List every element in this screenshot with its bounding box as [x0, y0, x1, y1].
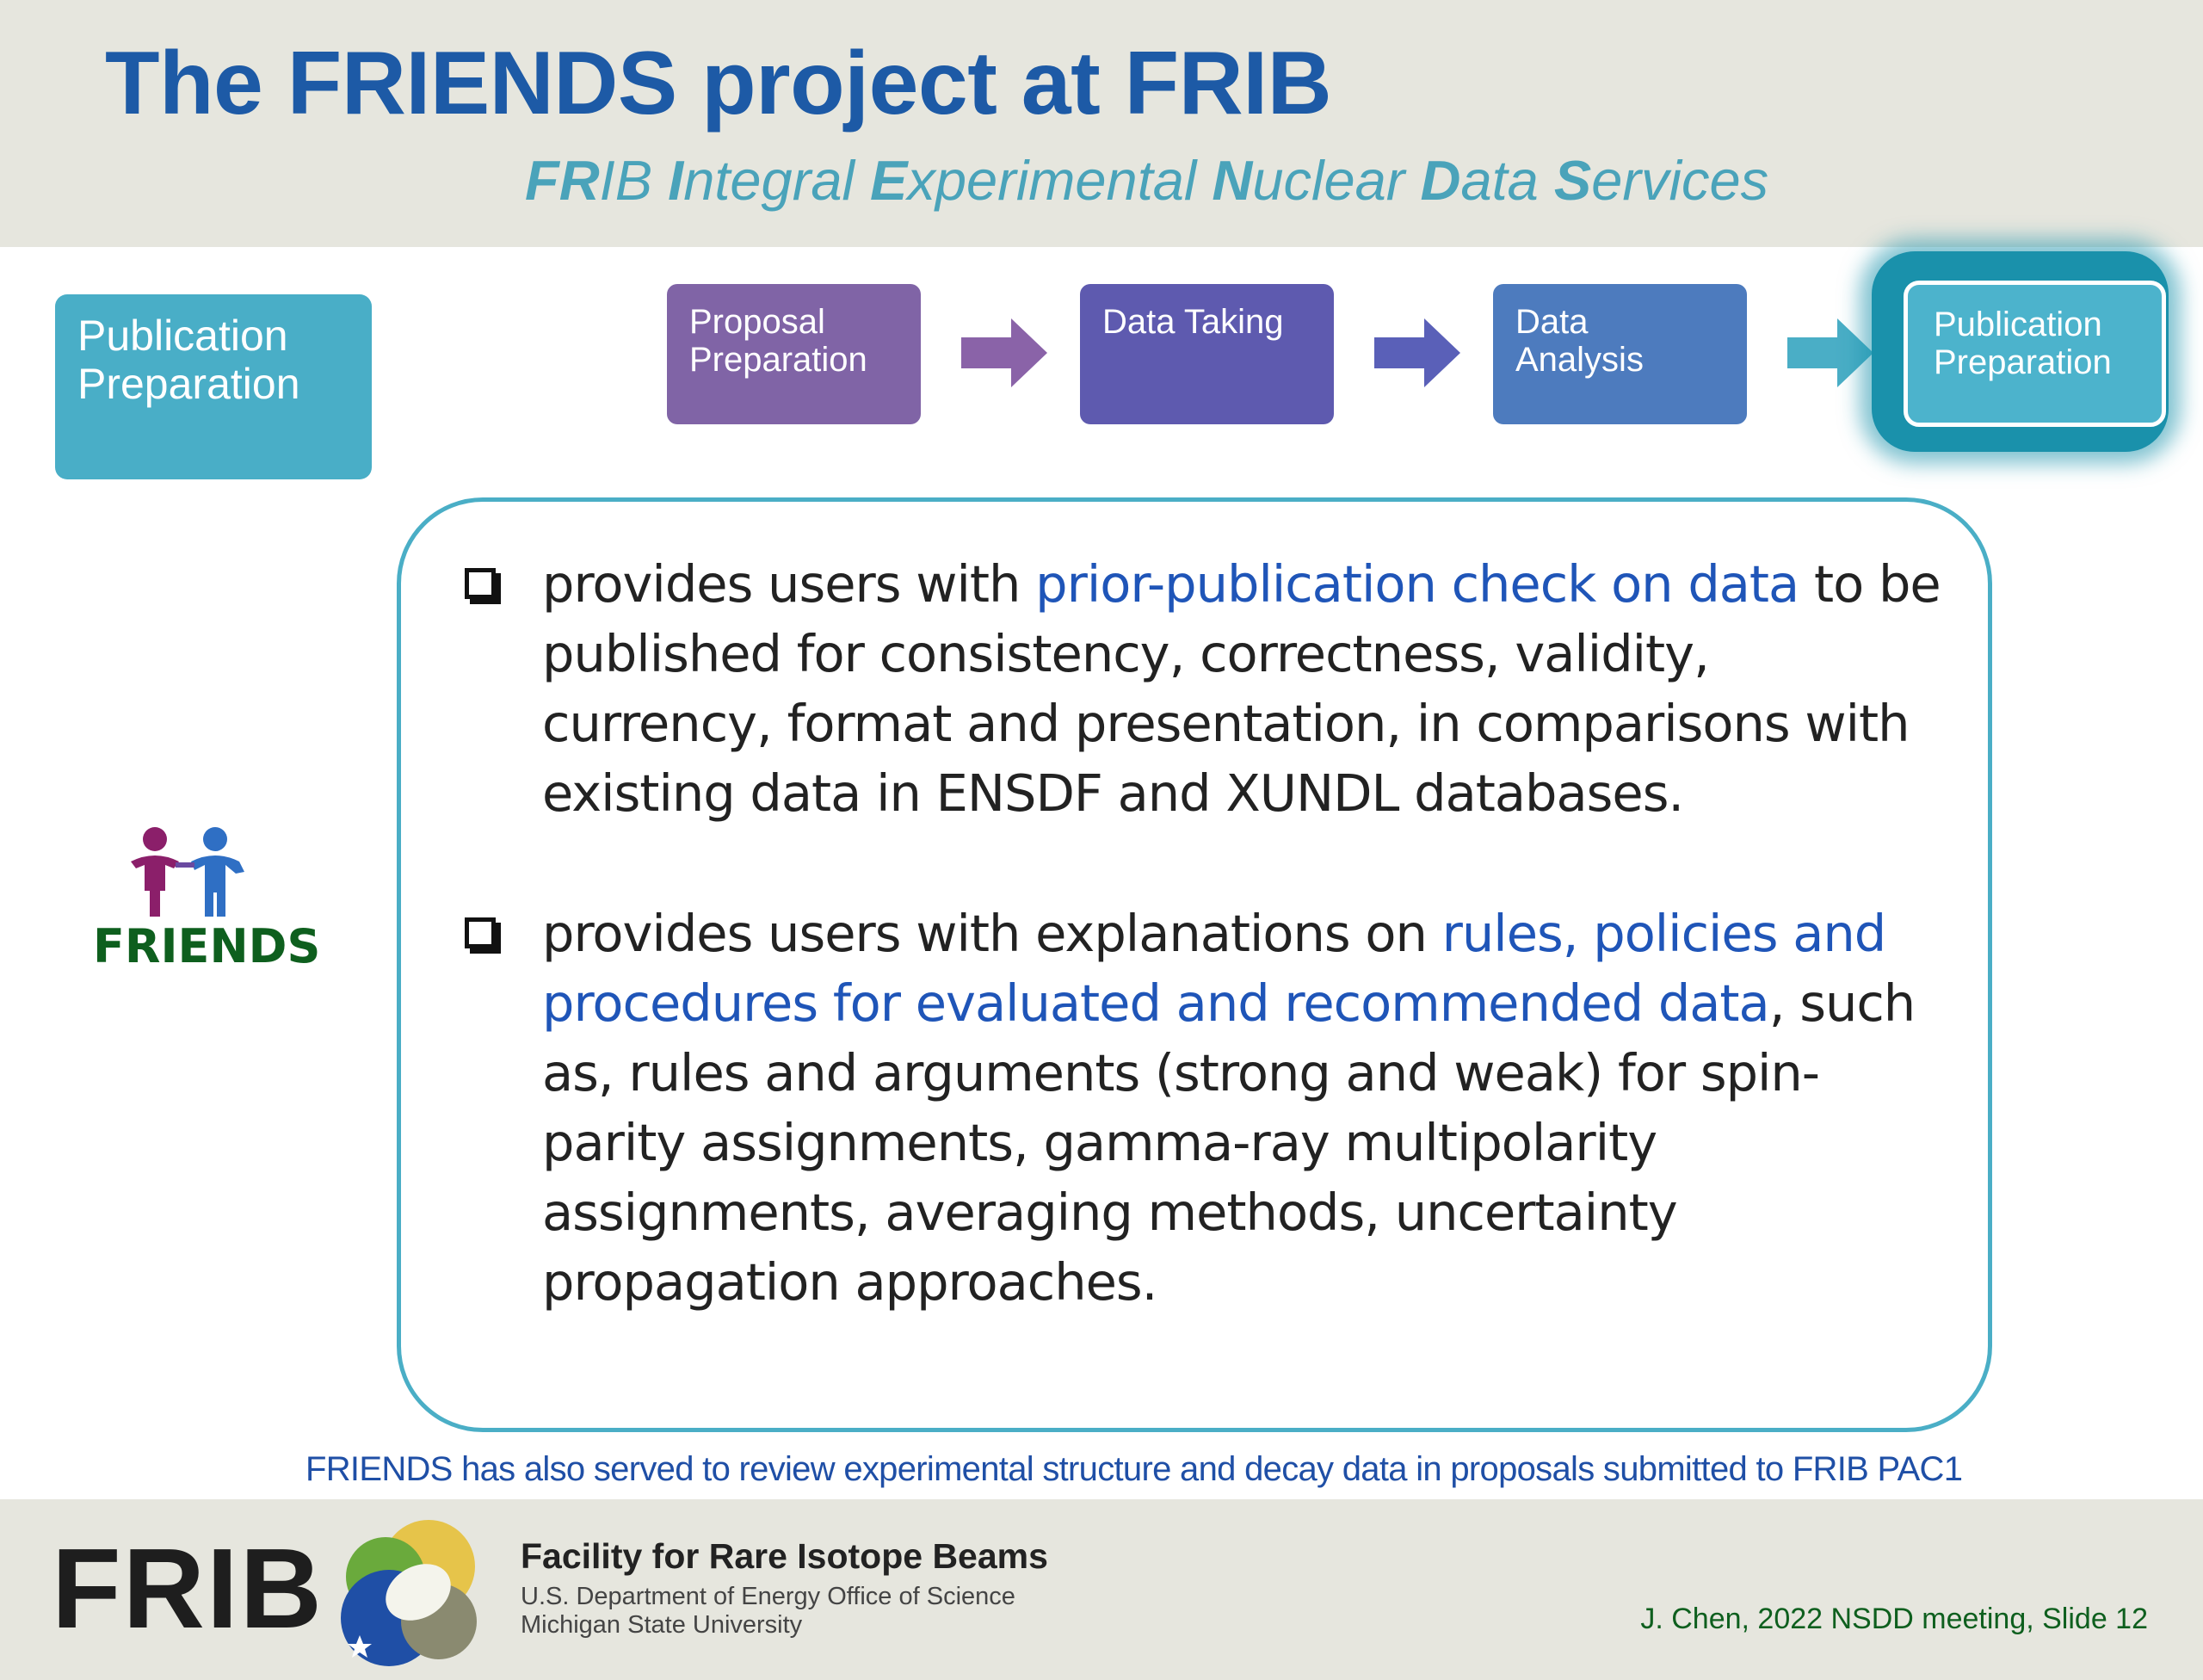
checkbox-bullet-icon	[465, 917, 496, 948]
workflow-step-data-analysis: Data Analysis	[1493, 284, 1747, 424]
facility-name: Facility for Rare Isotope Beams	[521, 1536, 1048, 1576]
side-label-box: Publication Preparation	[55, 294, 372, 479]
content-box	[397, 497, 1992, 1432]
slide-credit: J. Chen, 2022 NSDD meeting, Slide 12	[1640, 1603, 2148, 1635]
bullet-text: provides users with explanations on rule…	[542, 904, 1916, 1312]
arrow-right-icon	[1374, 318, 1460, 387]
friends-label: FRIENDS	[93, 919, 321, 973]
footnote-text: FRIENDS has also served to review experi…	[305, 1450, 1963, 1488]
slide-title: The FRIENDS project at FRIB	[105, 34, 1332, 133]
arrow-right-icon	[1787, 318, 1873, 387]
slide-subtitle: FRIB Integral Experimental Nuclear Data …	[525, 149, 1769, 212]
frib-logo-text: FRIB	[52, 1525, 324, 1652]
friends-people-icon	[131, 827, 244, 917]
workflow-step-proposal: Proposal Preparation	[667, 284, 921, 424]
bullet-highlight: prior-publication check on data	[1035, 554, 1799, 614]
bullet-highlight: rules, policies and procedures for evalu…	[542, 904, 1886, 1033]
bullet-item: provides users with prior-publication ch…	[465, 549, 1945, 828]
frib-globe-logo-icon	[341, 1520, 477, 1666]
bullet-item: provides users with explanations on rule…	[465, 899, 1945, 1317]
facility-line-doe: U.S. Department of Energy Office of Scie…	[521, 1583, 1015, 1610]
footer-band	[0, 1499, 2203, 1680]
arrow-right-icon	[961, 318, 1047, 387]
header-band: The FRIENDS project at FRIB FRIB Integra…	[0, 0, 2203, 247]
checkbox-bullet-icon	[465, 568, 496, 599]
bullet-text: provides users with prior-publication ch…	[542, 554, 1941, 823]
facility-line-msu: Michigan State University	[521, 1611, 803, 1639]
workflow-step-publication: Publication Preparation	[1904, 281, 2166, 427]
side-label: Publication Preparation	[77, 312, 300, 408]
workflow-step-data-taking: Data Taking	[1080, 284, 1334, 424]
